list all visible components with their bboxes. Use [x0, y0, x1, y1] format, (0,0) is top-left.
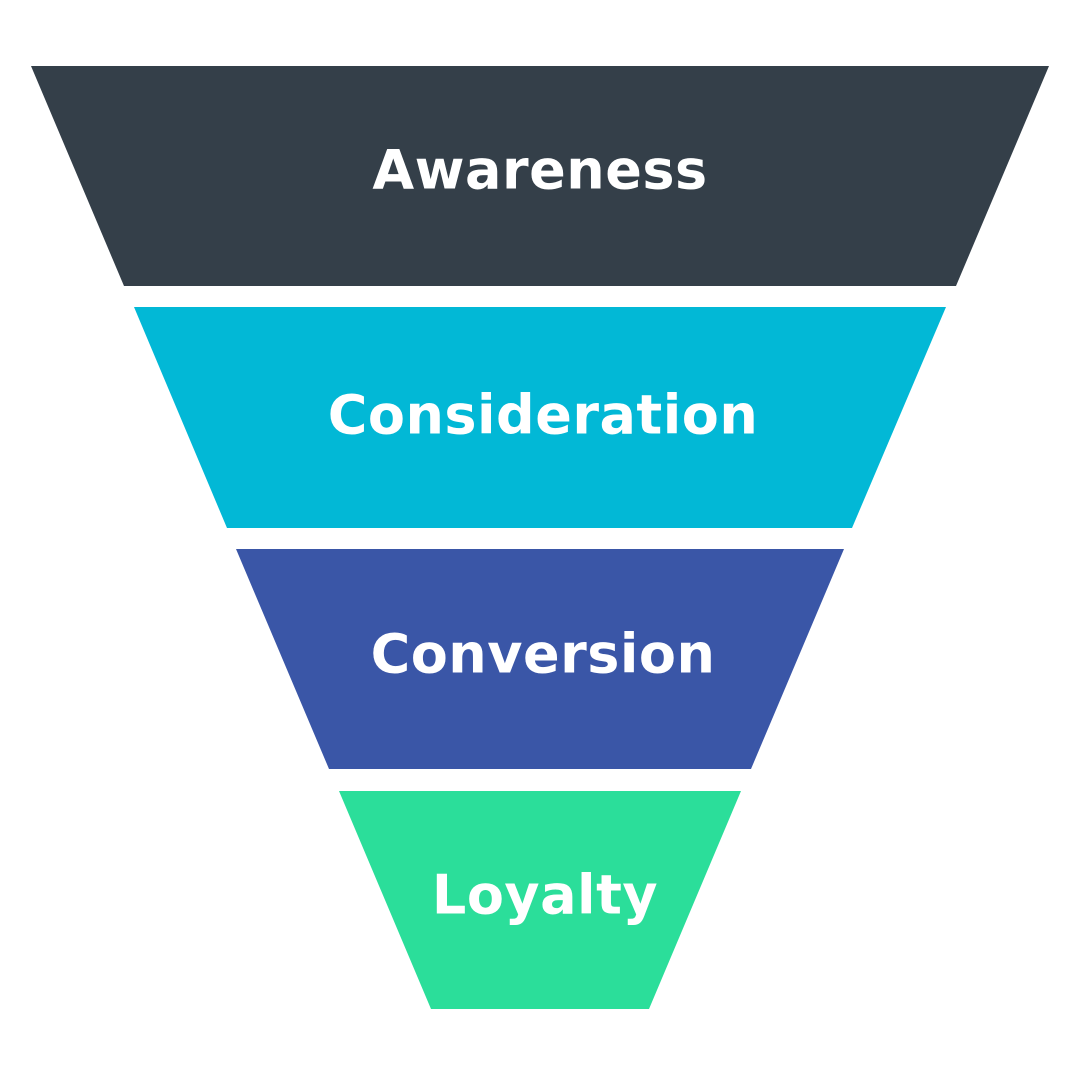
- funnel-stage-conversion: Conversion: [236, 549, 844, 769]
- funnel-segment-consideration: [134, 307, 946, 528]
- funnel-segment-conversion: [236, 549, 844, 769]
- funnel-segment-awareness: [31, 66, 1049, 286]
- stage-label-awareness: Awareness: [372, 139, 707, 202]
- funnel-segment-loyalty: [339, 791, 741, 1009]
- stage-label-conversion: Conversion: [371, 623, 716, 686]
- funnel-stage-awareness: Awareness: [31, 66, 1049, 286]
- funnel-stage-loyalty: Loyalty: [339, 791, 741, 1009]
- stage-label-loyalty: Loyalty: [432, 864, 658, 927]
- funnel-stage-consideration: Consideration: [134, 307, 946, 528]
- stage-label-consideration: Consideration: [328, 384, 759, 447]
